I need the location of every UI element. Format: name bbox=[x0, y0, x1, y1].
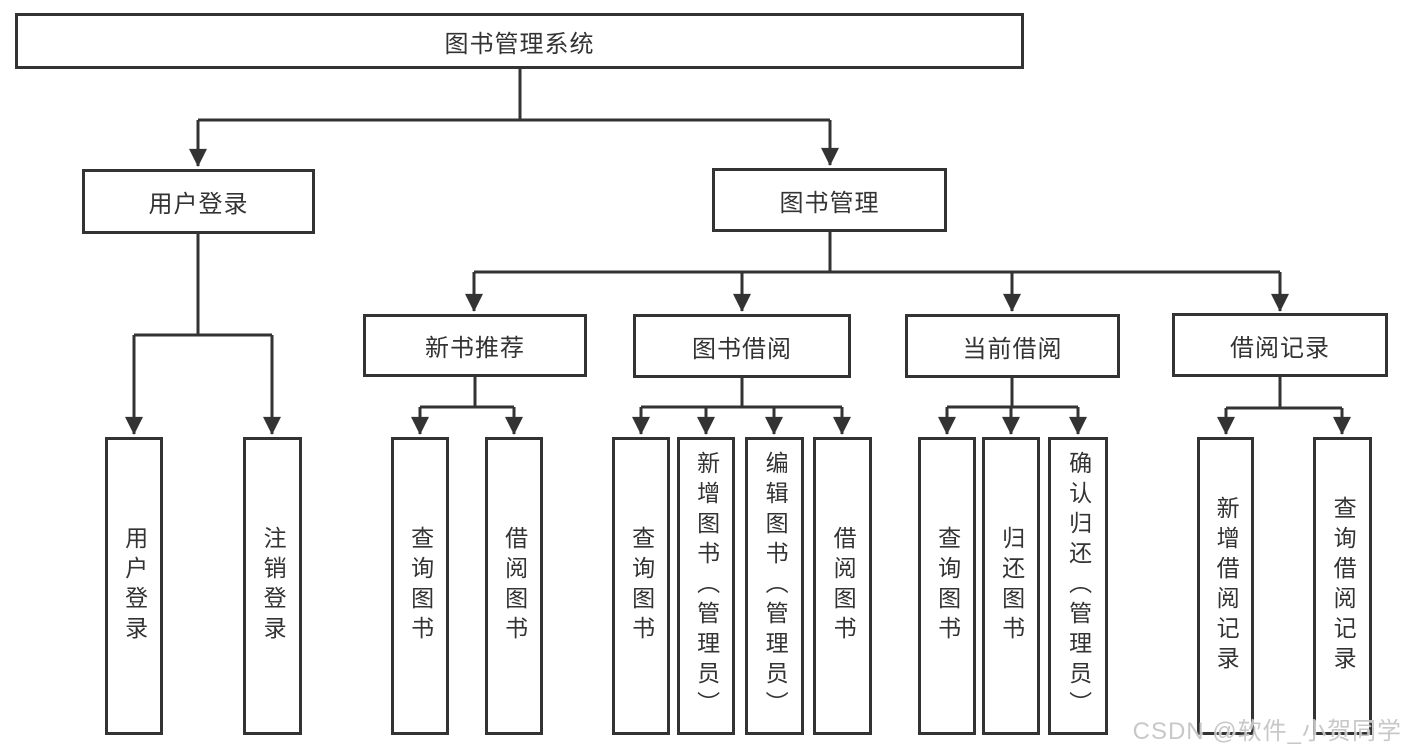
leaf-confirm-return-admin-label: 确认归还（管理员） bbox=[1065, 451, 1092, 721]
node-borrow-records-label: 借阅记录 bbox=[1230, 334, 1330, 362]
node-book-borrow-label: 图书借阅 bbox=[692, 335, 792, 363]
leaf-user-login: 用户登录 bbox=[105, 437, 163, 735]
leaf-edit-book-admin-label: 编辑图书（管理员） bbox=[762, 451, 789, 721]
leaf-query-books-current: 查询图书 bbox=[918, 437, 976, 735]
leaf-borrow-books-2-label: 借阅图书 bbox=[830, 526, 857, 646]
leaf-confirm-return-admin: 确认归还（管理员） bbox=[1048, 437, 1108, 735]
leaf-logout-label: 注销登录 bbox=[260, 526, 287, 646]
connector-group bbox=[125, 69, 1351, 435]
leaf-query-books-current-label: 查询图书 bbox=[934, 526, 961, 646]
node-new-book-recommend-label: 新书推荐 bbox=[425, 335, 525, 362]
leaf-return-book-label: 归还图书 bbox=[998, 526, 1025, 646]
leaf-return-book: 归还图书 bbox=[982, 437, 1040, 735]
leaf-add-borrow-record-label: 新增借阅记录 bbox=[1213, 496, 1240, 676]
node-user-login-label: 用户登录 bbox=[148, 191, 249, 218]
leaf-query-books-borrow: 查询图书 bbox=[612, 437, 670, 735]
leaf-add-borrow-record: 新增借阅记录 bbox=[1197, 437, 1254, 735]
node-user-login: 用户登录 bbox=[82, 169, 315, 234]
node-new-book-recommend: 新书推荐 bbox=[363, 314, 587, 377]
leaf-logout: 注销登录 bbox=[243, 437, 302, 735]
node-book-borrow: 图书借阅 bbox=[633, 314, 851, 378]
node-borrow-records: 借阅记录 bbox=[1172, 313, 1388, 377]
node-current-borrow-label: 当前借阅 bbox=[962, 335, 1063, 363]
node-book-management-label: 图书管理 bbox=[779, 189, 880, 217]
leaf-borrow-books-recommend: 借阅图书 bbox=[485, 437, 543, 735]
leaf-edit-book-admin: 编辑图书（管理员） bbox=[745, 437, 804, 735]
leaf-query-borrow-record-label: 查询借阅记录 bbox=[1330, 496, 1357, 676]
node-current-borrow: 当前借阅 bbox=[905, 314, 1120, 378]
leaf-query-books-borrow-label: 查询图书 bbox=[628, 526, 655, 646]
node-root-label: 图书管理系统 bbox=[444, 30, 595, 58]
node-root: 图书管理系统 bbox=[15, 13, 1024, 69]
leaf-borrow-books-2: 借阅图书 bbox=[813, 437, 872, 735]
leaf-query-books-recommend-label: 查询图书 bbox=[407, 526, 434, 646]
leaf-user-login-label: 用户登录 bbox=[121, 526, 148, 646]
leaf-add-book-admin-label: 新增图书（管理员） bbox=[693, 451, 720, 721]
leaf-borrow-books-recommend-label: 借阅图书 bbox=[501, 526, 528, 646]
node-book-management: 图书管理 bbox=[712, 168, 947, 232]
leaf-add-book-admin: 新增图书（管理员） bbox=[677, 437, 735, 735]
watermark: CSDN @软件_小贺同学 bbox=[1132, 718, 1402, 745]
leaf-query-borrow-record: 查询借阅记录 bbox=[1313, 437, 1372, 735]
leaf-query-books-recommend: 查询图书 bbox=[391, 437, 449, 735]
